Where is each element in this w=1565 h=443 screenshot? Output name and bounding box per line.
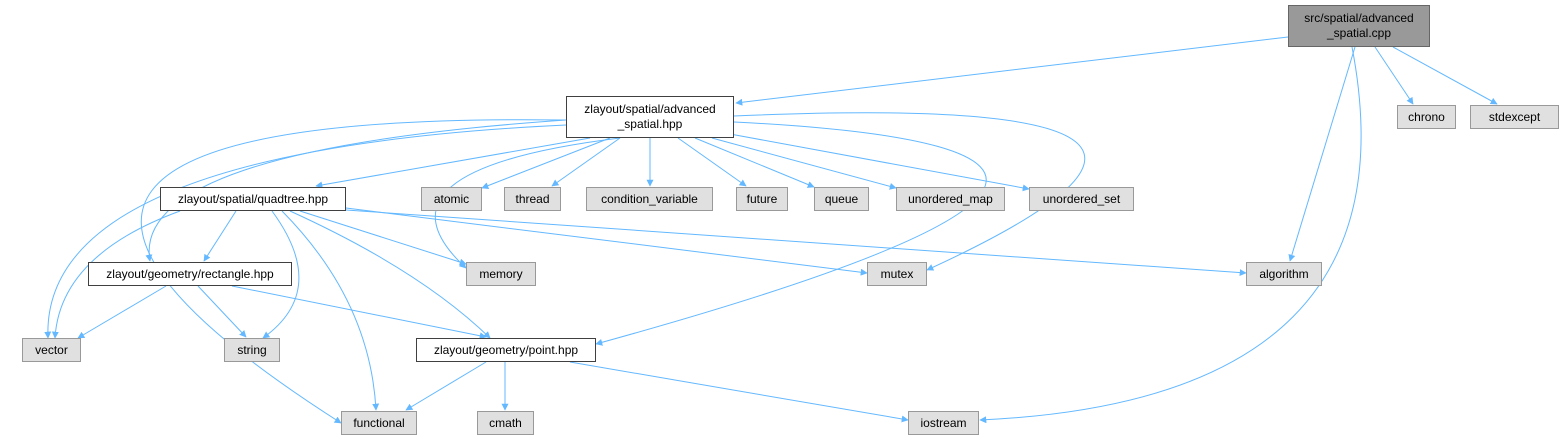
node-label: algorithm [1259, 266, 1309, 281]
edge-advhpp-to-thread [551, 137, 621, 187]
edge-quadtree-to-string [262, 210, 300, 339]
node-label: string [237, 342, 267, 357]
node-label: future [746, 191, 778, 206]
node-label: atomic [433, 191, 470, 206]
node-label: cmath [489, 415, 522, 430]
node-label: zlayout/spatial/advanced _spatial.hpp [584, 102, 716, 131]
node-point-hpp[interactable]: zlayout/geometry/point.hpp [416, 338, 596, 362]
edge-point-to-functional [405, 361, 487, 411]
node-future[interactable]: future [736, 187, 788, 211]
node-label: vector [35, 342, 68, 357]
edge-quadtree-to-memory [299, 210, 467, 266]
node-string[interactable]: string [224, 338, 280, 362]
node-label: unordered_set [1042, 191, 1121, 206]
node-label: mutex [880, 266, 914, 281]
node-label: zlayout/spatial/quadtree.hpp [177, 191, 329, 206]
node-queue[interactable]: queue [814, 187, 869, 211]
node-memory[interactable]: memory [466, 262, 536, 286]
node-label: chrono [1408, 109, 1445, 124]
node-label: thread [515, 191, 550, 206]
node-label: memory [479, 266, 523, 281]
edge-root-to-chrono [1374, 46, 1414, 105]
edge-advhpp-to-memory [435, 137, 621, 269]
node-label: iostream [920, 415, 967, 430]
node-label: condition_variable [601, 191, 698, 206]
edge-advhpp-to-rect [145, 119, 567, 262]
edge-rect-to-string [197, 285, 247, 338]
node-functional[interactable]: functional [341, 411, 417, 435]
edge-quadtree-to-algorithm [345, 209, 1247, 277]
edge-root-to-algorithm [1288, 46, 1356, 262]
node-advanced-spatial-cpp[interactable]: src/spatial/advanced _spatial.cpp [1288, 5, 1430, 47]
edge-advhpp-to-point [595, 121, 987, 346]
node-label: zlayout/geometry/point.hpp [433, 342, 579, 357]
node-unordered-map[interactable]: unordered_map [896, 187, 1005, 211]
node-thread[interactable]: thread [504, 187, 561, 211]
edge-rect-to-vector [77, 285, 167, 339]
edge-advhpp-to-mutex [733, 112, 1086, 271]
node-label: queue [824, 191, 859, 206]
node-unordered-set[interactable]: unordered_set [1029, 187, 1134, 211]
node-quadtree-hpp[interactable]: zlayout/spatial/quadtree.hpp [160, 187, 346, 211]
edge-quadtree-to-point [289, 210, 491, 339]
node-label: stdexcept [1488, 109, 1541, 124]
edge-advhpp-to-queue [694, 137, 815, 188]
node-chrono[interactable]: chrono [1397, 105, 1456, 129]
node-condition-variable[interactable]: condition_variable [586, 187, 713, 211]
edge-root-to-iostream [979, 46, 1362, 424]
edge-root-to-stdexcept [1392, 46, 1498, 105]
node-advanced-spatial-hpp[interactable]: zlayout/spatial/advanced _spatial.hpp [566, 96, 734, 138]
node-algorithm[interactable]: algorithm [1246, 262, 1322, 286]
node-label: zlayout/geometry/rectangle.hpp [106, 266, 274, 281]
edge-quadtree-to-functional [281, 210, 380, 411]
edge-advhpp-to-vector [44, 124, 567, 339]
edge-advhpp-to-functional [140, 119, 567, 424]
edge-advhpp-to-atomic [481, 137, 611, 189]
node-label: functional [353, 415, 405, 430]
node-mutex[interactable]: mutex [867, 262, 927, 286]
node-label: src/spatial/advanced _spatial.cpp [1304, 11, 1414, 40]
node-rectangle-hpp[interactable]: zlayout/geometry/rectangle.hpp [88, 262, 292, 286]
edge-root-to-advhpp [735, 36, 1289, 106]
node-iostream[interactable]: iostream [908, 411, 979, 435]
edge-advhpp-to-quadtree [315, 137, 591, 189]
edge-quadtree-to-rect [203, 210, 237, 262]
edge-advhpp-to-uset [729, 133, 1030, 192]
node-cmath[interactable]: cmath [477, 411, 534, 435]
node-atomic[interactable]: atomic [421, 187, 482, 211]
node-vector[interactable]: vector [22, 338, 81, 362]
node-label: unordered_map [908, 191, 993, 206]
edge-rect-to-point [231, 285, 487, 340]
edge-point-to-iostream [569, 361, 909, 423]
edge-advhpp-to-umap [711, 137, 897, 190]
edge-quadtree-to-mutex [345, 207, 868, 276]
edge-advhpp-to-future [677, 137, 747, 187]
node-stdexcept[interactable]: stdexcept [1470, 105, 1559, 129]
